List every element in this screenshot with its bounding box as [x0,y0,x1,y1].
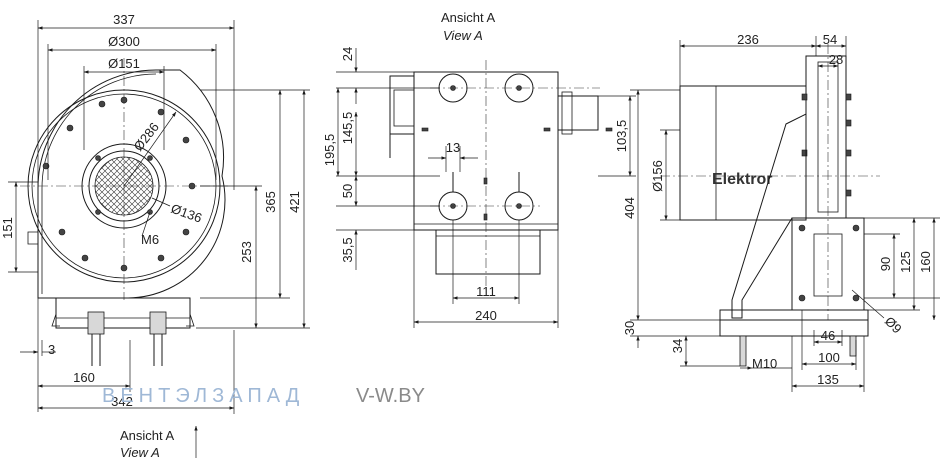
dim-35-5: 35,5 [340,237,355,262]
dim-90: 90 [878,257,893,271]
dim-342: 342 [111,394,133,409]
dim-337: 337 [113,12,135,27]
dim-28: 28 [829,52,843,67]
dim-125: 125 [898,251,913,273]
watermark: ВЕНТЭЛЗАПАД V-W.BY [102,385,425,407]
dim-13: 13 [446,140,460,155]
flange-bolts [42,96,196,272]
dim-100: 100 [818,350,840,365]
dim-24: 24 [340,47,355,61]
dim-365: 365 [263,191,278,213]
dim-135: 135 [817,372,839,387]
dim-d9: Ø9 [882,314,905,337]
dim-421: 421 [287,191,302,213]
dim-50: 50 [340,184,355,198]
dim-103-5: 103,5 [614,120,629,153]
dim-34: 34 [670,339,685,353]
watermark-site: V-W.BY [356,385,425,407]
dim-111: 111 [476,284,496,299]
dim-d156: Ø156 [650,160,665,192]
dim-m10: M10 [752,356,777,371]
dim-145-5: 145,5 [340,112,355,145]
view-a-label-bottom-en: View A [120,445,160,460]
view-a-title: Ansicht A [441,10,496,25]
motor-brand: Elektror [712,171,772,188]
view-a-label-bottom: Ansicht A [120,428,175,443]
dim-d151: Ø151 [108,56,140,71]
dim-m6: M6 [141,232,159,247]
dim-d286: Ø286 [131,120,162,154]
side-view: Elektror 236 54 28 [622,32,940,392]
dim-3: 3 [48,342,55,357]
dim-d300: Ø300 [108,34,140,49]
dim-236: 236 [737,32,759,47]
dim-160-side: 160 [918,251,933,273]
dim-54: 54 [823,32,837,47]
watermark-brand: ВЕНТЭЛЗАПАД [102,385,304,407]
dim-160: 160 [73,370,95,385]
dim-195-5: 195,5 [322,134,337,167]
view-a: Ansicht A View A [322,10,636,328]
dim-d136: Ø136 [169,201,204,226]
dim-253: 253 [239,241,254,263]
dim-46: 46 [821,328,835,343]
dim-30: 30 [622,321,637,335]
dim-151: 151 [0,217,15,239]
view-a-title-en: View A [443,28,483,43]
dim-240: 240 [475,308,497,323]
dim-404: 404 [622,197,637,219]
